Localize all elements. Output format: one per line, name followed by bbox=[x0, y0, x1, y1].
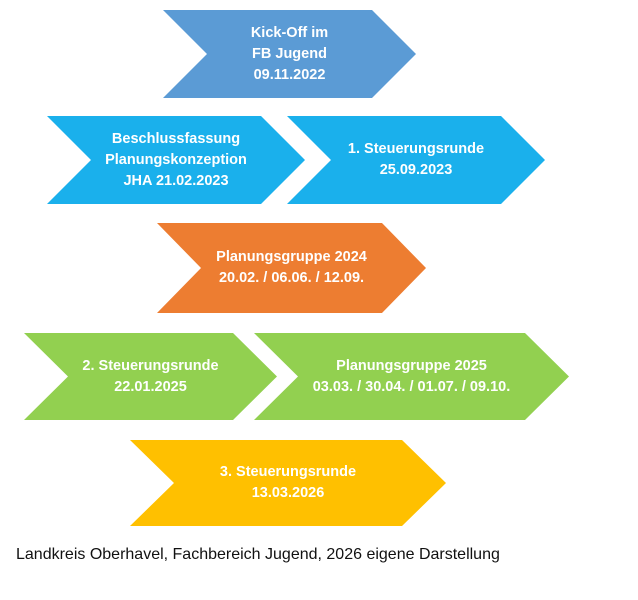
step-planungsgruppe-2024-line-2: 20.02. / 06.06. / 12.09. bbox=[218, 270, 365, 286]
step-beschlussfassung-line-3: JHA 21.02.2023 bbox=[123, 172, 229, 189]
step-kickoff-line-1: Kick-Off im bbox=[250, 24, 329, 41]
step-kickoff: Kick-Off im FB Jugend 09.11.2022 bbox=[163, 10, 416, 98]
step-beschlussfassung: Beschlussfassung Planungskonzeption JHA … bbox=[47, 116, 305, 204]
step-steuerungsrunde-3-line-2: 13.03.2026 bbox=[251, 485, 325, 501]
step-planungsgruppe-2025-line-1: Planungsgruppe 2025 bbox=[336, 357, 487, 374]
step-steuerungsrunde-3: 3. Steuerungsrunde 13.03.2026 bbox=[130, 440, 446, 526]
step-planungsgruppe-2024-line-1: Planungsgruppe 2024 bbox=[216, 249, 367, 265]
step-steuerungsrunde-3-line-1: 3. Steuerungsrunde bbox=[219, 464, 357, 480]
step-steuerungsrunde-1: 1. Steuerungsrunde 25.09.2023 bbox=[287, 116, 545, 204]
step-planungsgruppe-2024: Planungsgruppe 2024 20.02. / 06.06. / 12… bbox=[157, 223, 426, 313]
source-caption: Landkreis Oberhavel, Fachbereich Jugend,… bbox=[16, 546, 500, 563]
step-steuerungsrunde-1-line-2: 25.09.2023 bbox=[379, 162, 453, 178]
step-beschlussfassung-line-2: Planungskonzeption bbox=[105, 151, 247, 168]
step-steuerungsrunde-2-line-1: 2. Steuerungsrunde bbox=[82, 357, 219, 374]
step-kickoff-line-3: 09.11.2022 bbox=[253, 66, 326, 83]
step-kickoff-line-2: FB Jugend bbox=[252, 45, 327, 62]
step-planungsgruppe-2025: Planungsgruppe 2025 03.03. / 30.04. / 01… bbox=[254, 333, 569, 420]
step-steuerungsrunde-2: 2. Steuerungsrunde 22.01.2025 bbox=[24, 333, 277, 420]
step-steuerungsrunde-1-line-1: 1. Steuerungsrunde bbox=[347, 141, 485, 157]
step-planungsgruppe-2025-line-2: 03.03. / 30.04. / 01.07. / 09.10. bbox=[312, 378, 511, 395]
step-steuerungsrunde-2-line-2: 22.01.2025 bbox=[114, 378, 187, 395]
step-beschlussfassung-line-1: Beschlussfassung bbox=[111, 130, 241, 147]
